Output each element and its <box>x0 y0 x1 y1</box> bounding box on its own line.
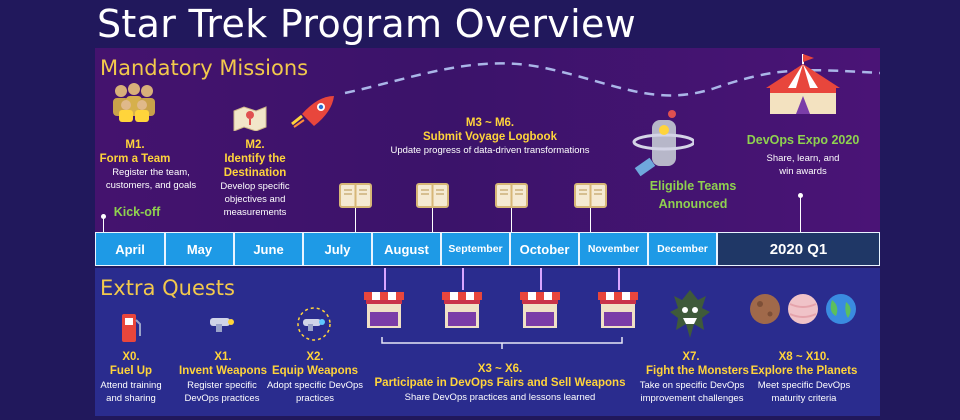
m2-name-1: Identify the <box>224 153 286 165</box>
logbook-connector-2 <box>432 208 433 232</box>
x1-code: X1. <box>214 351 232 363</box>
x7-code: X7. <box>682 351 700 363</box>
extra-quests-heading: Extra Quests <box>100 276 235 300</box>
x0-desc-1: Attend training <box>100 380 162 391</box>
timeline-2020-q1: 2020 Q1 <box>717 232 880 266</box>
satellite-icon <box>632 110 694 177</box>
logbook-icon-october <box>574 183 607 208</box>
map-icon <box>233 106 267 131</box>
ray-gun-icon <box>210 318 234 332</box>
logbook-connector-3 <box>511 208 512 232</box>
x2-desc-2: practices <box>295 393 334 404</box>
x2-code: X2. <box>306 351 324 363</box>
logbook-connector-1 <box>355 208 356 232</box>
m3-m6-name: Submit Voyage Logbook <box>423 131 557 143</box>
logbook-icon-august <box>416 183 449 208</box>
timeline-november: November <box>579 232 648 266</box>
x2-name: Equip Weapons <box>271 365 359 377</box>
page-title: Star Trek Program Overview <box>97 2 637 46</box>
x0-desc-2: and sharing <box>106 393 156 404</box>
m2-code: M2. <box>245 139 265 151</box>
fair-connector-1 <box>384 268 386 290</box>
timeline-september: September <box>441 232 510 266</box>
timeline-june: June <box>234 232 303 266</box>
expo-connector <box>800 196 801 232</box>
x8-x10-code: X8 ~ X10. <box>778 351 830 363</box>
expo-name: DevOps Expo 2020 <box>746 133 860 147</box>
m3-m6-desc: Update progress of data-driven transform… <box>390 145 590 156</box>
x0-code: X0. <box>122 351 140 363</box>
x3-x6-code: X3 ~ X6. <box>477 363 523 375</box>
fair-connector-4 <box>618 268 620 290</box>
rocket-icon <box>291 96 334 128</box>
fair-stall-icon-1 <box>364 292 404 328</box>
planets-icon <box>750 294 856 324</box>
fair-stall-icon-3 <box>520 292 560 328</box>
extra-quests-panel <box>95 268 880 416</box>
logbook-icon-july <box>339 183 372 208</box>
fair-stall-icon-4 <box>598 292 638 328</box>
x8-x10-desc-1: Meet specific DevOps <box>757 380 851 391</box>
circus-tent-icon <box>766 54 840 114</box>
x0-name: Fuel Up <box>109 365 153 377</box>
x1-desc-1: Register specific <box>187 380 257 391</box>
x7-desc-2: improvement challenges <box>640 393 744 404</box>
m2-name-2: Destination <box>223 167 287 179</box>
kickoff-label: Kick-off <box>113 205 161 219</box>
kickoff-connector <box>103 217 104 232</box>
x3-x6-desc: Share DevOps practices and lessons learn… <box>404 392 596 403</box>
logbook-icon-september <box>495 183 528 208</box>
fair-connector-2 <box>462 268 464 290</box>
x3-x6-name: Participate in DevOps Fairs and Sell Wea… <box>374 377 626 389</box>
logbook-connector-4 <box>590 208 591 232</box>
timeline-august: August <box>372 232 441 266</box>
expo-desc-2: win awards <box>779 166 827 177</box>
x8-x10-name: Explore the Planets <box>750 365 858 377</box>
x2-desc-1: Adopt specific DevOps <box>266 380 364 391</box>
timeline-october: October <box>510 232 579 266</box>
kickoff-marker <box>101 214 106 219</box>
equipped-weapon-icon <box>297 307 331 341</box>
timeline-july: July <box>303 232 372 266</box>
m1-name: Form a Team <box>99 153 171 165</box>
x8-x10-desc-2: maturity criteria <box>771 393 837 404</box>
m2-desc-3: measurements <box>223 207 287 218</box>
timeline-april: April <box>95 232 165 266</box>
m1-code: M1. <box>125 139 145 151</box>
fair-stall-icon-2 <box>442 292 482 328</box>
m2-desc-1: Develop specific <box>220 181 290 192</box>
m3-m6-code: M3 ~ M6. <box>465 117 515 129</box>
fuel-pump-icon <box>122 314 141 342</box>
x1-desc-2: DevOps practices <box>184 393 260 404</box>
expo-marker <box>798 193 803 198</box>
fairs-bracket <box>381 337 623 349</box>
fair-connector-3 <box>540 268 542 290</box>
m1-desc-2: customers, and goals <box>105 180 197 191</box>
timeline-december: December <box>648 232 717 266</box>
m1-desc-1: Register the team, <box>112 167 190 178</box>
mandatory-missions-heading: Mandatory Missions <box>100 56 309 80</box>
eligible-line-1: Eligible Teams <box>649 179 737 193</box>
timeline-may: May <box>165 232 234 266</box>
x7-name: Fight the Monsters <box>646 365 749 377</box>
timeline-bar: April May June July August September Oct… <box>95 232 880 268</box>
eligible-line-2: Announced <box>658 197 728 211</box>
m2-desc-2: objectives and <box>224 194 286 205</box>
x1-name: Invent Weapons <box>179 365 267 377</box>
x7-desc-1: Take on specific DevOps <box>639 380 745 391</box>
team-icon <box>113 83 155 122</box>
monster-icon <box>670 290 710 338</box>
expo-desc-1: Share, learn, and <box>766 153 840 164</box>
voyage-path <box>344 62 880 97</box>
